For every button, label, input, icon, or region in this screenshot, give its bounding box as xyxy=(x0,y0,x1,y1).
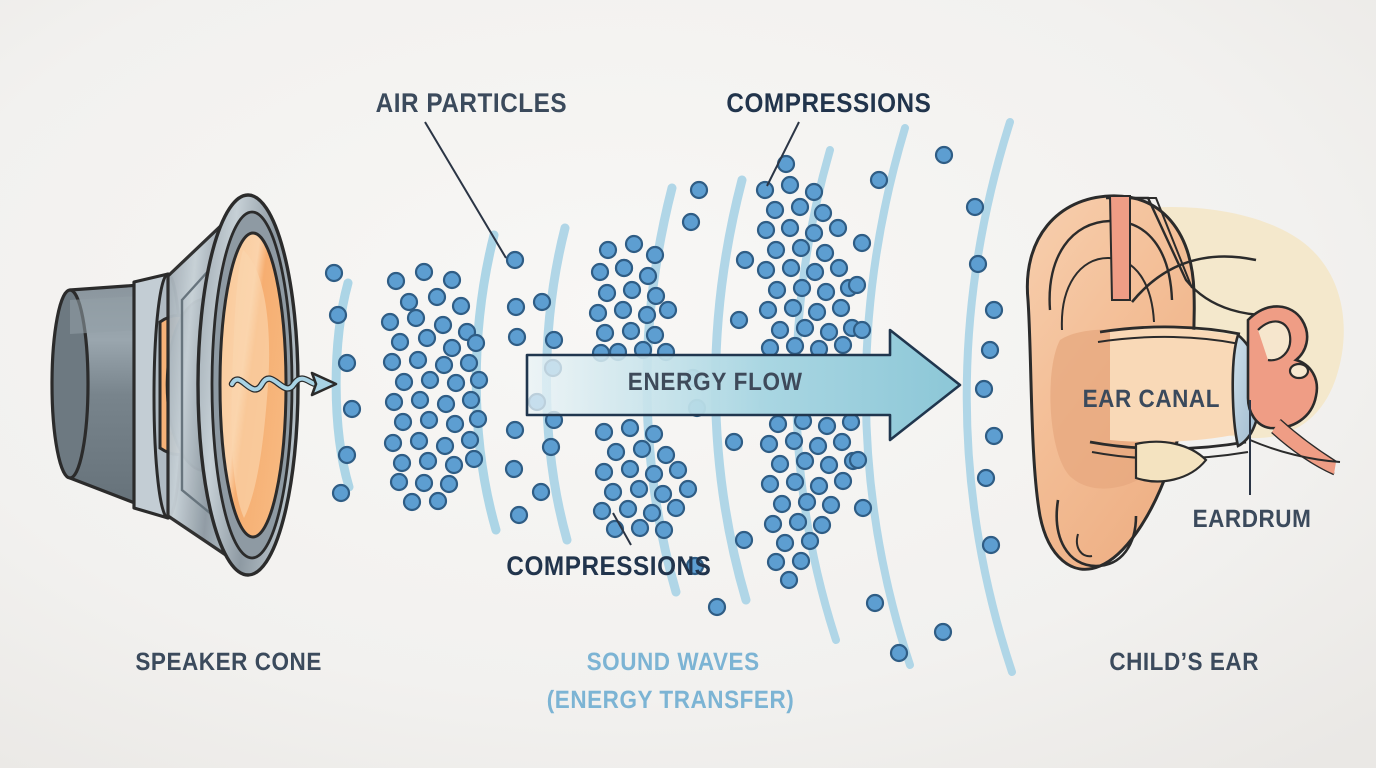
ear-illustration xyxy=(1025,194,1344,571)
label-speaker-cone: SPEAKER CONE xyxy=(135,648,322,676)
leader-compressions-top xyxy=(766,121,800,187)
label-sound-waves-line1: SOUND WAVES xyxy=(586,648,760,676)
label-eardrum: EARDRUM xyxy=(1192,505,1312,533)
label-compressions-bottom: COMPRESSIONS xyxy=(506,551,712,581)
label-sound-waves-line2: (ENERGY TRANSFER) xyxy=(546,686,795,714)
sound-emit-wave xyxy=(228,375,320,393)
label-energy-flow: ENERGY FLOW xyxy=(627,368,803,396)
speaker-illustration xyxy=(50,193,338,577)
leader-compressions-bottom xyxy=(612,512,632,546)
energy-flow-arrow xyxy=(525,328,962,442)
label-air-particles: AIR PARTICLES xyxy=(375,88,568,118)
leader-lines xyxy=(424,121,1251,546)
leader-air-particles xyxy=(424,121,507,259)
label-childs-ear: CHILD’S EAR xyxy=(1109,648,1260,676)
label-ear-canal: EAR CANAL xyxy=(1082,385,1220,413)
label-compressions-top: COMPRESSIONS xyxy=(726,88,932,118)
